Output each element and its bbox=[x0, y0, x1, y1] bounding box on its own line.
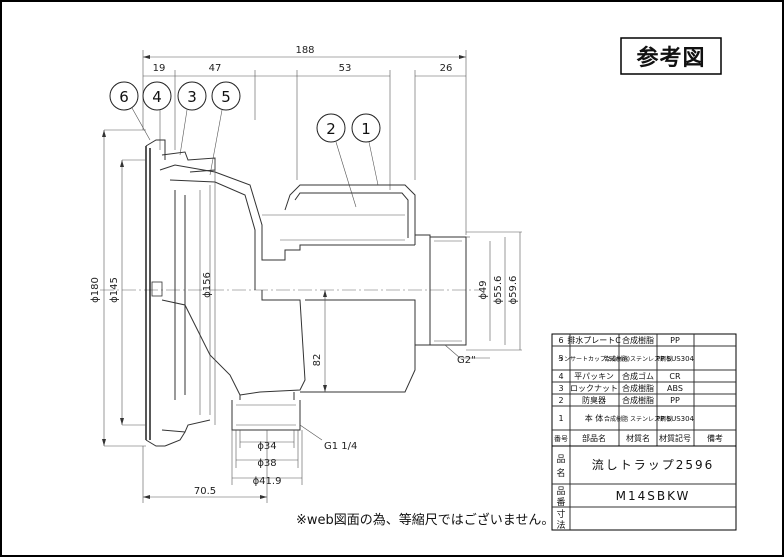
dim-47: 47 bbox=[209, 63, 222, 74]
balloon-6 bbox=[109, 81, 139, 111]
svg-text:合成樹脂: 合成樹脂 bbox=[622, 383, 654, 393]
svg-text:合成樹脂 ステンレス鋼板: 合成樹脂 ステンレス鋼板 bbox=[604, 415, 672, 423]
svg-text:1: 1 bbox=[558, 414, 563, 423]
balloon-5 bbox=[211, 81, 241, 111]
svg-text:6: 6 bbox=[558, 336, 563, 345]
svg-text:合成樹脂: 合成樹脂 bbox=[622, 395, 654, 405]
product-number: M14SBKW bbox=[616, 489, 691, 503]
svg-text:合成樹脂: 合成樹脂 bbox=[622, 335, 654, 345]
svg-text:2: 2 bbox=[558, 396, 563, 405]
dim-53: 53 bbox=[339, 63, 352, 74]
table-row: 6 排水プレートC 合成樹脂 PP bbox=[558, 335, 680, 345]
title-block: 品 名 流しトラップ2596 品 番 M14SBKW 寸 法 bbox=[551, 445, 737, 531]
dim-g114: G1 1/4 bbox=[324, 441, 357, 452]
dim-phi156: ϕ156 bbox=[202, 272, 213, 298]
bottom-dimensions: ϕ34 ϕ38 ϕ41.9 G1 1/4 70.5 bbox=[142, 424, 357, 503]
balloon-4 bbox=[142, 81, 172, 111]
parts-table: 6 排水プレートC 合成樹脂 PP 5 インサートカップ(50mm) 合成樹脂 … bbox=[551, 333, 737, 447]
top-dimensions: 188 19 47 53 26 bbox=[142, 45, 467, 235]
svg-text:4: 4 bbox=[558, 372, 563, 381]
svg-text:平パッキン: 平パッキン bbox=[574, 372, 614, 381]
dim-phi596: ϕ59.6 bbox=[508, 276, 519, 305]
product-name: 流しトラップ2596 bbox=[592, 458, 715, 472]
svg-text:部品名: 部品名 bbox=[582, 433, 606, 443]
svg-text:合成ゴム: 合成ゴム bbox=[622, 371, 654, 381]
balloon-group-right: 2 1 bbox=[316, 113, 381, 208]
balloon-3 bbox=[177, 81, 207, 111]
svg-text:防臭器: 防臭器 bbox=[582, 395, 606, 405]
reference-label: 参考図 bbox=[636, 45, 705, 71]
svg-text:4: 4 bbox=[152, 88, 162, 106]
table-row: 5 インサートカップ(50mm) 合成樹脂 ステンレス鋼板 PP SUS304 bbox=[558, 354, 695, 363]
balloon-1 bbox=[351, 113, 381, 143]
dim-phi145: ϕ145 bbox=[109, 277, 120, 303]
dim-705: 70.5 bbox=[194, 486, 216, 497]
table-row: 4 平パッキン 合成ゴム CR bbox=[558, 371, 681, 381]
scale-note: ※web図面の為、等縮尺ではございません。 bbox=[296, 512, 554, 528]
svg-text:合成樹脂 ステンレス鋼板: 合成樹脂 ステンレス鋼板 bbox=[604, 355, 672, 363]
reference-box bbox=[620, 37, 722, 75]
balloon-2 bbox=[316, 113, 346, 143]
table-row: 1 本 体 合成樹脂 ステンレス鋼板 PP SUS304 bbox=[558, 413, 694, 423]
svg-text:2: 2 bbox=[326, 120, 336, 138]
svg-text:ABS: ABS bbox=[667, 384, 683, 393]
svg-text:5: 5 bbox=[558, 354, 563, 363]
svg-text:法: 法 bbox=[556, 519, 565, 531]
svg-text:材質名: 材質名 bbox=[626, 433, 650, 443]
svg-text:CR: CR bbox=[669, 372, 681, 381]
table-row: 3 ロックナット 合成樹脂 ABS bbox=[558, 383, 683, 393]
svg-text:品: 品 bbox=[556, 454, 565, 465]
dim-phi556: ϕ55.6 bbox=[493, 276, 504, 305]
svg-text:番号: 番号 bbox=[554, 435, 568, 443]
svg-text:6: 6 bbox=[119, 88, 129, 106]
svg-text:ロックナット: ロックナット bbox=[570, 384, 618, 393]
svg-text:備考: 備考 bbox=[707, 433, 723, 443]
svg-text:5: 5 bbox=[221, 88, 231, 106]
dim-overall-width: 188 bbox=[295, 45, 314, 56]
svg-text:PP SUS304: PP SUS304 bbox=[656, 355, 695, 363]
svg-text:3: 3 bbox=[187, 88, 197, 106]
svg-text:1: 1 bbox=[361, 120, 371, 138]
table-row: 2 防臭器 合成樹脂 PP bbox=[558, 395, 680, 405]
svg-text:排水プレートC: 排水プレートC bbox=[567, 335, 621, 345]
side-dimensions: ϕ180 ϕ145 ϕ156 82 ϕ49 ϕ55.6 ϕ59.6 G2" bbox=[90, 129, 522, 447]
dim-19: 19 bbox=[153, 63, 166, 74]
dim-26: 26 bbox=[440, 63, 453, 74]
dim-phi49: ϕ49 bbox=[478, 280, 489, 299]
svg-text:番: 番 bbox=[556, 496, 565, 508]
svg-text:寸: 寸 bbox=[556, 508, 565, 520]
svg-text:インサートカップ(50mm): インサートカップ(50mm) bbox=[558, 356, 630, 363]
svg-text:品: 品 bbox=[556, 486, 565, 497]
balloon-group-left: 6 4 3 5 bbox=[109, 81, 241, 176]
svg-text:本 体: 本 体 bbox=[585, 413, 604, 423]
svg-text:材質記号: 材質記号 bbox=[659, 433, 691, 443]
dim-82: 82 bbox=[312, 354, 323, 367]
trap-cross-section bbox=[100, 139, 480, 447]
svg-text:名: 名 bbox=[556, 467, 565, 479]
svg-text:PP: PP bbox=[670, 336, 680, 345]
dim-g2: G2" bbox=[457, 355, 476, 366]
svg-text:3: 3 bbox=[558, 384, 563, 393]
dim-phi180: ϕ180 bbox=[90, 277, 101, 303]
svg-text:PP: PP bbox=[670, 396, 680, 405]
table-header: 番号 部品名 材質名 材質記号 備考 bbox=[554, 433, 723, 443]
svg-text:PP SUS304: PP SUS304 bbox=[656, 415, 695, 423]
